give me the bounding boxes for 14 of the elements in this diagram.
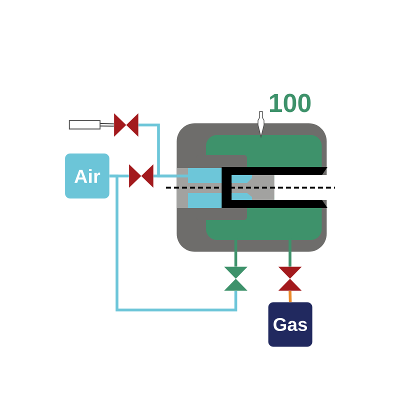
- pipe: [154, 174, 176, 178]
- chamber: [176, 123, 328, 252]
- probe: [68, 120, 100, 130]
- source-box: Air: [65, 154, 110, 198]
- pipe: [288, 290, 292, 302]
- valve: [129, 164, 154, 188]
- pipe: [288, 252, 292, 266]
- source-box: Gas: [268, 302, 312, 347]
- valve: [278, 266, 302, 291]
- valve: [224, 266, 248, 291]
- pipe: [234, 252, 238, 266]
- pipe: [100, 123, 114, 127]
- pipe: [110, 174, 238, 312]
- valve: [114, 113, 138, 137]
